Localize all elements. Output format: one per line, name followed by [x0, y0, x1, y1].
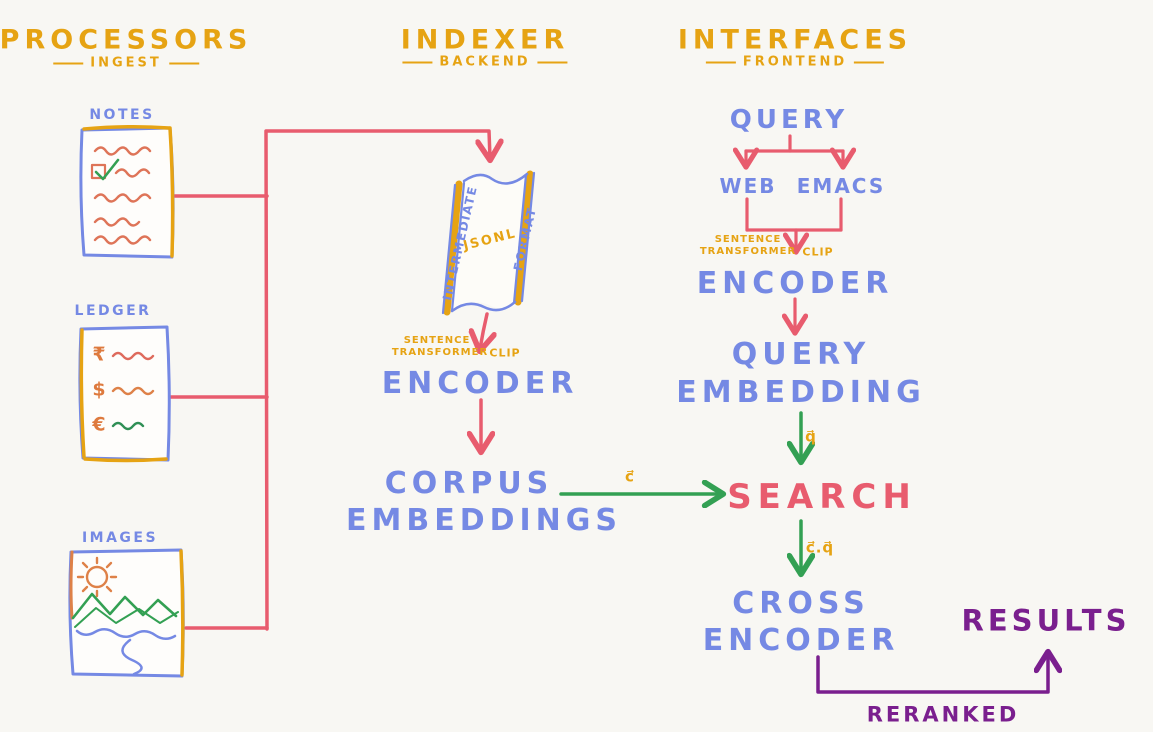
query-label: QUERY — [729, 105, 849, 135]
jsonl-scroll-icon — [441, 170, 536, 316]
notes-label: NOTES — [89, 107, 155, 123]
indexer-arrows — [480, 312, 487, 450]
interfaces-title: INTERFACES — [677, 24, 913, 56]
indexer-transformer-label: TRANSFORMER — [391, 347, 489, 358]
river-icon — [75, 628, 177, 676]
ledger-document-icon — [78, 325, 171, 463]
indexer-subtitle-text: BACKEND — [439, 54, 531, 70]
indexer-title: INDEXER — [400, 24, 570, 56]
web-label: WEB — [719, 174, 777, 198]
indexer-encoder-label: ENCODER — [381, 366, 579, 401]
subtitle-dash-icon — [168, 62, 199, 64]
cross-encoder-line1: CROSS — [732, 586, 870, 621]
ledger-label: LEDGER — [74, 303, 152, 319]
sun-icon — [76, 556, 118, 598]
interfaces-sentence-label: SENTENCE — [714, 234, 782, 245]
subtitle-dash-icon — [402, 61, 433, 63]
interfaces-subtitle: FRONTEND — [705, 54, 885, 70]
cross-encoder-line2: ENCODER — [702, 623, 900, 658]
reranked-label: RERANKED — [866, 702, 1020, 727]
query-embedding-line2: EMBEDDING — [676, 375, 926, 410]
mountains-icon — [71, 592, 179, 628]
euro-symbol: € — [92, 413, 106, 436]
interfaces-clip-label: CLIP — [802, 245, 834, 259]
corpus-embeddings-line2: EMBEDDINGS — [345, 503, 623, 538]
search-label: SEARCH — [727, 477, 917, 517]
processors-subtitle: INGEST — [53, 57, 199, 70]
results-label: RESULTS — [961, 603, 1131, 638]
notes-document-icon — [79, 124, 175, 259]
subtitle-dash-icon — [854, 61, 885, 63]
check-icon — [94, 158, 120, 181]
query-vector-label: q⃗ — [805, 427, 817, 446]
images-label: IMAGES — [81, 530, 159, 546]
indexer-subtitle: BACKEND — [402, 54, 568, 70]
subtitle-dash-icon — [537, 61, 568, 63]
interfaces-encoder-label: ENCODER — [696, 266, 894, 301]
images-document-icon — [68, 548, 185, 678]
processors-title: PROCESSORS — [0, 24, 253, 56]
processors-subtitle-text: INGEST — [90, 55, 162, 71]
emacs-label: EMACS — [796, 174, 886, 198]
indexer-clip-label: CLIP — [489, 346, 521, 360]
rerank-connector — [816, 654, 1048, 694]
subtitle-dash-icon — [53, 62, 84, 64]
interfaces-connectors — [746, 134, 843, 331]
corpus-embeddings-line1: CORPUS — [384, 466, 554, 501]
interfaces-transformer-label: TRANSFORMER — [699, 246, 797, 257]
dollar-symbol: $ — [92, 378, 106, 401]
ingest-connectors — [169, 129, 490, 631]
subtitle-dash-icon — [705, 61, 736, 63]
dot-product-label: c⃗.q⃗ — [805, 538, 835, 557]
query-embedding-line1: QUERY — [731, 337, 871, 372]
indexer-sentence-label: SENTENCE — [403, 335, 471, 346]
interfaces-subtitle-text: FRONTEND — [742, 54, 848, 70]
corpus-vector-label: c⃗ — [625, 467, 635, 486]
rupee-symbol: ₹ — [92, 343, 106, 366]
